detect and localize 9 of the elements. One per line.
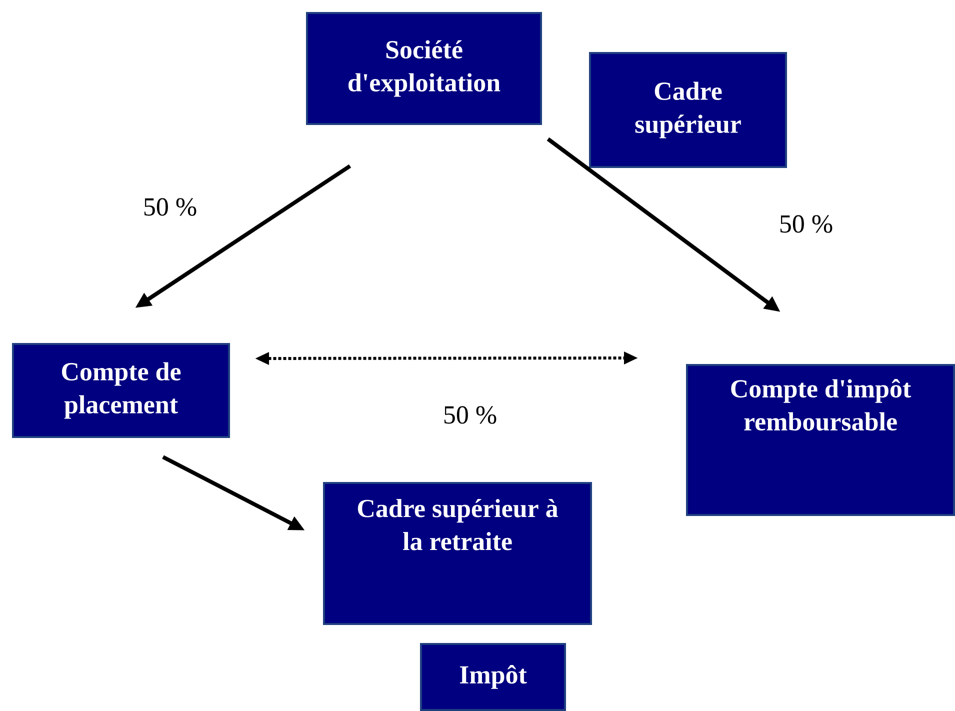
process-box: Cadre supérieur à la retraite: [323, 482, 592, 625]
process-box: Compte d'impôt remboursable: [686, 364, 955, 516]
edge-label: 50 %: [142, 197, 198, 217]
process-box: Compte de placement: [12, 343, 230, 438]
edge-label: 50 %: [778, 214, 834, 234]
edge-label: 50 %: [442, 405, 498, 425]
process-box: Cadre supérieur: [589, 52, 787, 168]
process-box: Impôt: [420, 643, 566, 711]
process-box: Société d'exploitation: [306, 12, 542, 125]
